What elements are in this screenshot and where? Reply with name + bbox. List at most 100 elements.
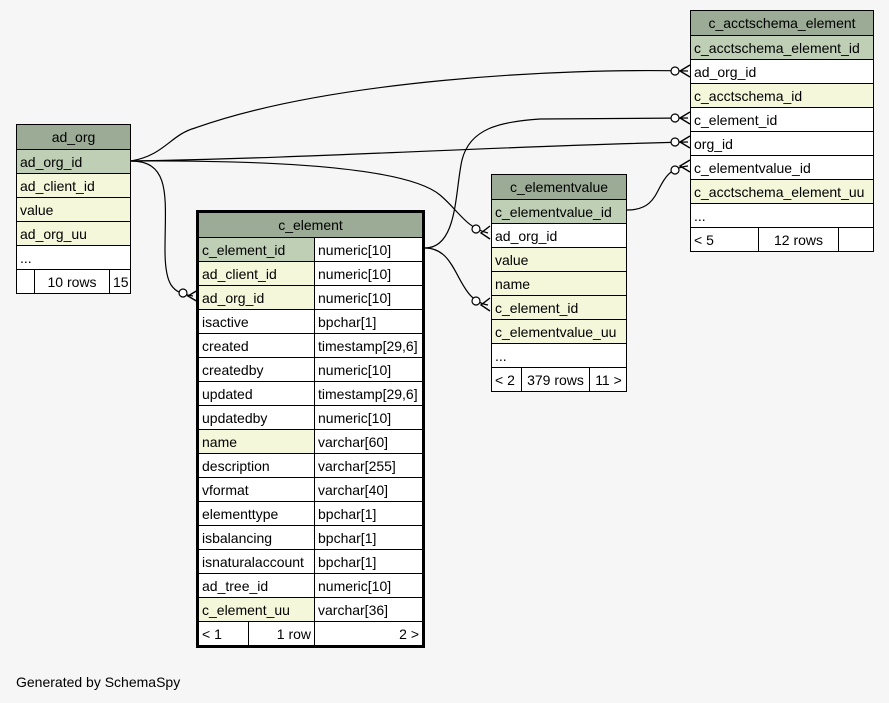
children-count: 15 > xyxy=(109,270,130,293)
column-type: numeric[10] xyxy=(314,406,422,429)
column-type: varchar[36] xyxy=(314,598,422,621)
table-header[interactable]: c_acctschema_element xyxy=(691,11,873,35)
column-name: name xyxy=(495,276,531,292)
column-name: ad_org_id xyxy=(694,64,757,80)
column-ad-org-id[interactable]: ad_org_id xyxy=(492,223,626,247)
column-ad-org-uu[interactable]: ad_org_uu xyxy=(17,221,130,245)
column-type: timestamp[29,6] xyxy=(314,382,422,405)
column-c-elementvalue-uu[interactable]: c_elementvalue_uu xyxy=(492,319,626,343)
column-c-element-id[interactable]: c_element_id xyxy=(691,107,873,131)
column-c-acctschema-element-uu[interactable]: c_acctschema_element_uu xyxy=(691,179,873,203)
column-type: bpchar[1] xyxy=(314,502,422,525)
column-type: numeric[10] xyxy=(314,286,422,309)
column-ad-client-id[interactable]: ad_client_id xyxy=(17,173,130,197)
column-type: varchar[40] xyxy=(314,478,422,501)
children-count: 11 > xyxy=(589,368,626,391)
column-name: c_elementvalue_id xyxy=(694,160,811,176)
column-name: value xyxy=(20,202,54,218)
edge-c-element-to-c-elementvalue xyxy=(424,247,489,306)
column-type: numeric[10] xyxy=(314,238,422,261)
column-name: value xyxy=(495,252,529,268)
column-c-element-id[interactable]: c_element_id xyxy=(492,295,626,319)
parents-count: < 5 xyxy=(694,232,714,248)
row-count: 10 rows xyxy=(34,270,109,293)
column-name: isactive xyxy=(199,310,314,333)
column-ad-org-id[interactable]: ad_org_id xyxy=(17,149,130,173)
crows-foot-marker xyxy=(678,111,691,125)
crows-foot-marker xyxy=(678,159,691,173)
table-header[interactable]: ad_org xyxy=(17,125,130,149)
column-name: c_element_id xyxy=(495,300,579,316)
parents-count: < 2 xyxy=(495,372,515,388)
column-type: bpchar[1] xyxy=(314,310,422,333)
table-c-elementvalue[interactable]: c_elementvalue c_elementvalue_id ad_org_… xyxy=(491,174,627,392)
crows-foot-marker xyxy=(678,135,691,149)
crows-foot-marker xyxy=(479,225,491,240)
table-ad-org[interactable]: ad_org ad_org_id ad_client_id value ad_o… xyxy=(16,124,131,294)
column-name: ad_org_id xyxy=(199,286,314,309)
table-header[interactable]: c_element xyxy=(199,213,422,237)
children-count: 2 > xyxy=(314,622,422,645)
table-header[interactable]: c_elementvalue xyxy=(492,175,626,199)
column-type: varchar[60] xyxy=(314,430,422,453)
table-c-acctschema-element[interactable]: c_acctschema_element c_acctschema_elemen… xyxy=(690,10,874,252)
column-name: ad_org_id xyxy=(20,154,83,170)
table-footer: < 5 12 rows xyxy=(691,227,873,251)
column-value[interactable]: value xyxy=(17,197,130,221)
column-org-id[interactable]: org_id xyxy=(691,131,873,155)
optional-marker xyxy=(471,224,481,234)
column-more: ... xyxy=(17,245,130,269)
table-footer: 10 rows 15 > xyxy=(17,269,130,293)
optional-marker xyxy=(670,66,680,76)
column-value[interactable]: value xyxy=(492,247,626,271)
column-ad-org-id[interactable]: ad_org_id xyxy=(691,59,873,83)
column-name: isnaturalaccount xyxy=(199,550,314,573)
edge-c-elementvalue-to-acctschema xyxy=(626,165,689,211)
column-name: c_element_uu xyxy=(199,598,314,621)
column-name[interactable]: name xyxy=(492,271,626,295)
column-name: ... xyxy=(694,208,706,224)
column-name: ad_client_id xyxy=(20,178,95,194)
column-c-elementvalue-id[interactable]: c_elementvalue_id xyxy=(492,199,626,223)
edge-ad-org-to-acctschema-org xyxy=(130,141,689,162)
column-name: ad_org_uu xyxy=(20,226,87,242)
column-name: ad_org_id xyxy=(495,228,558,244)
column-type: bpchar[1] xyxy=(314,550,422,573)
parents-count: < 1 xyxy=(202,626,222,642)
column-more: ... xyxy=(691,203,873,227)
column-type: varchar[255] xyxy=(314,454,422,477)
children-count xyxy=(838,228,873,251)
column-more: ... xyxy=(492,343,626,367)
column-type: timestamp[29,6] xyxy=(314,334,422,357)
column-name: org_id xyxy=(694,136,733,152)
column-c-acctschema-element-id[interactable]: c_acctschema_element_id xyxy=(691,35,873,59)
column-name: ... xyxy=(495,348,507,364)
column-c-acctschema-id[interactable]: c_acctschema_id xyxy=(691,83,873,107)
column-name: ... xyxy=(20,250,32,266)
column-c-elementvalue-id[interactable]: c_elementvalue_id xyxy=(691,155,873,179)
crows-foot-marker xyxy=(479,297,491,312)
generated-by-credit: Generated by SchemaSpy xyxy=(16,674,181,690)
table-footer: < 2 379 rows 11 > xyxy=(492,367,626,391)
optional-marker xyxy=(670,165,680,175)
edge-ad-org-to-c-element xyxy=(130,160,194,297)
column-name: updatedby xyxy=(199,406,314,429)
